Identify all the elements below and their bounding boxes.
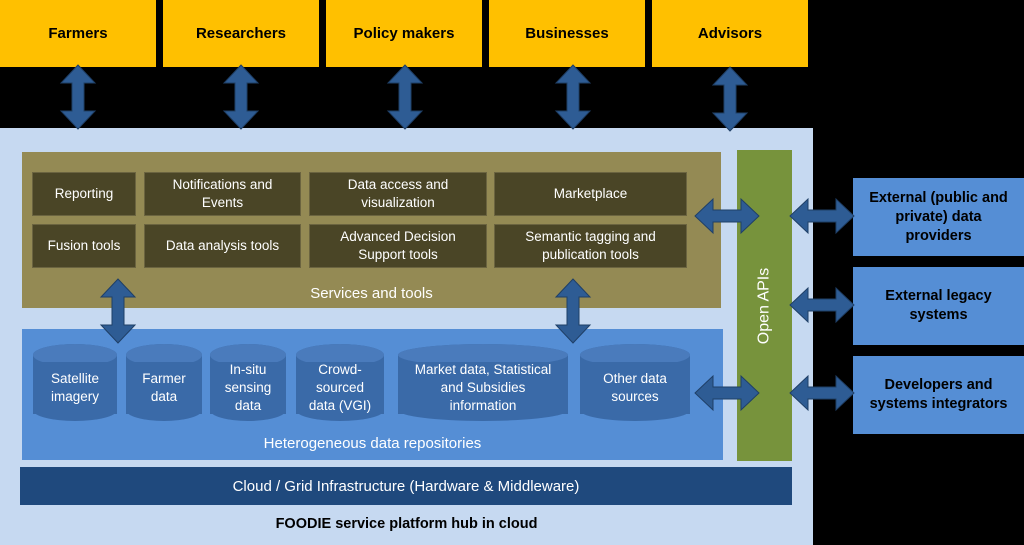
user-label: Farmers [48,25,108,42]
tool-reporting: Reporting [32,172,136,216]
user-label: Advisors [697,25,763,42]
user-farmers: Farmers [0,0,156,67]
user-businesses: Businesses [489,0,645,67]
user-researchers: Researchers [163,0,319,67]
open-apis-bar [737,150,792,461]
user-policy-makers: Policy makers [326,0,482,67]
external-data-providers: External (public and private) data provi… [853,178,1024,256]
tool-decision-support: Advanced Decision Support tools [309,224,487,268]
repo-satellite-imagery: Satellite imagery [33,362,117,414]
external-legacy-systems: External legacy systems [853,267,1024,345]
developers-integrators: Developers and systems integrators [853,356,1024,434]
cloud-infrastructure-bar: Cloud / Grid Infrastructure (Hardware & … [20,467,792,505]
user-label: Policy makers [353,25,455,42]
repo-market-data: Market data, Statistical and Subsidies i… [398,362,568,414]
tool-fusion: Fusion tools [32,224,136,268]
user-label: Businesses [525,25,609,42]
repositories-label: Heterogeneous data repositories [263,434,482,452]
tool-semantic-tagging: Semantic tagging and publication tools [494,224,687,268]
hub-label: FOODIE service platform hub in cloud [275,516,538,532]
user-advisors: Advisors [652,0,808,67]
repo-in-situ-sensing: In-situ sensing data [210,362,286,414]
services-label: Services and tools [310,284,433,302]
tool-notifications-events: Notifications and Events [144,172,301,216]
tool-data-access-visualization: Data access and visualization [309,172,487,216]
tool-data-analysis: Data analysis tools [144,224,301,268]
repo-other-sources: Other data sources [580,362,690,414]
user-label: Researchers [195,25,287,42]
tool-marketplace: Marketplace [494,172,687,216]
repo-farmer-data: Farmer data [126,362,202,414]
repo-crowd-sourced: Crowd-sourced data (VGI) [296,362,384,414]
